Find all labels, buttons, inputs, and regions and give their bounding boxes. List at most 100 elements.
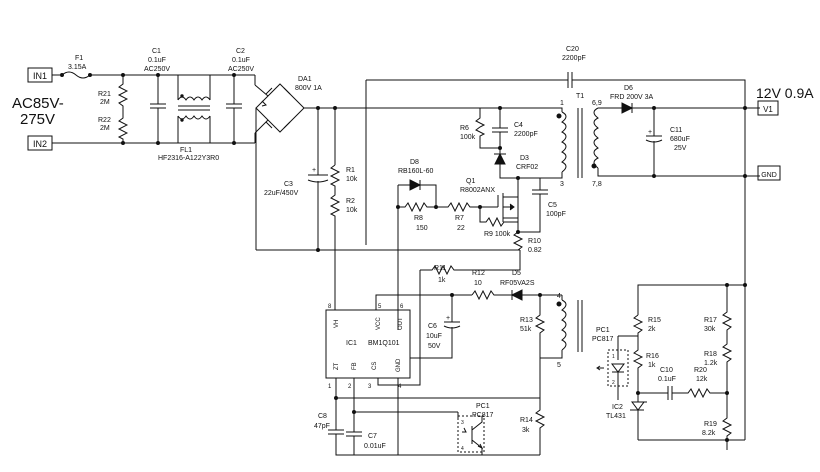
ic2-value: TL431 [606,413,626,420]
t1-pin1: 1 [560,100,564,107]
pc1a-pin2: 2 [612,380,615,386]
t1-pin78: 7,8 [592,181,602,188]
r15-ref: R15 [648,317,661,324]
c8-value: 47pF [314,423,330,430]
da1-ref: DA1 [298,76,312,83]
r17-value: 30k [704,326,716,333]
c3-ref: C3 [284,181,293,188]
r20-ref: R20 [694,367,707,374]
r17-ref: R17 [704,317,717,324]
pc1a-value: PC817 [592,336,614,343]
pc1b-value: PC817 [472,412,494,419]
r9-label: R9 100k [484,231,511,238]
c7-value: 0.01uF [364,443,386,450]
pc1a-pin1: 1 [612,354,615,360]
ic1-pin4: 4 [398,384,402,390]
r2-ref: R2 [346,198,355,205]
d3-ref: D3 [520,155,529,162]
r18-ref: R18 [704,351,717,358]
in1-label: IN1 [33,71,47,81]
c11-value: 680uF [670,136,690,143]
r19-value: 8.2k [702,430,716,437]
input-terminals: IN1 IN2 AC85V- 275V [12,67,64,151]
r11-value: 1k [438,277,446,284]
fl1-value: HF2316-A122Y3R0 [158,155,219,162]
r10-value: 0.82 [528,247,542,254]
r6-value: 100k [460,134,476,141]
c4-value: 2200pF [514,131,538,138]
r8-ref: R8 [414,215,423,222]
ic1-pin8: 8 [328,304,332,310]
ic1-value: BM1Q101 [368,340,400,347]
fl1-ref: FL1 [180,147,192,154]
svg-text:+: + [446,315,450,322]
pc1b-pin3: 3 [461,420,464,426]
fuse-f1: F1 3.15A [60,55,92,79]
c6-ref: C6 [428,323,437,330]
c6-rating: 50V [428,343,441,350]
d5-value: RF05VA2S [500,280,535,287]
r19-ref: R19 [704,421,717,428]
mosfet-q1: Q1 R8002ANX [460,178,519,232]
vcc-wire [375,294,472,310]
ic1-pin6: 6 [400,304,404,310]
f1-ref: F1 [75,55,83,62]
gnd-label: GND [761,172,777,179]
r7-value: 22 [457,225,465,232]
t1-pin69: 6,9 [592,100,602,107]
zt-wire [335,378,540,399]
gnd-terminal [757,165,781,181]
c1-rating: AC250V [144,66,170,73]
c1-value: 0.1uF [148,57,166,64]
v1-label: V1 [763,105,773,114]
ic1-pin-vh: VH [334,320,340,328]
output-rails [744,108,758,440]
r21-ref: R21 [98,91,111,98]
r12-value: 10 [474,280,482,287]
capacitor-c3: + C3 22uF/450V [264,167,329,250]
output-rating: 12V 0.9A [756,85,814,101]
pc1b-ref: PC1 [476,403,490,410]
capacitor-c8: C8 47pF [314,398,344,455]
capacitor-c7: C7 0.01uF [346,412,386,455]
resistor-r10: R10 0.82 [512,212,542,254]
r1-ref: R1 [346,167,355,174]
r13-ref: R13 [520,317,533,324]
ic1-pin-out: OUT [398,317,404,330]
ic1-pin5: 5 [378,304,382,310]
capacitor-c20: C20 2200pF [562,46,746,108]
r12-ref: R12 [472,270,485,277]
r2-value: 10k [346,207,358,214]
ic1-pin-fb: FB [352,362,358,370]
c6-value: 10uF [426,333,442,340]
ic1-pin2: 2 [348,384,352,390]
c3-value: 22uF/450V [264,190,299,197]
diode-d8: D8 RB160L-60 [397,159,437,207]
c1-ref: C1 [152,48,161,55]
t1-pin4: 4 [557,293,561,300]
c8-ref: C8 [318,413,327,420]
t1-ref: T1 [576,93,584,100]
input-range-line2: 275V [20,111,55,128]
r10-ref: R10 [528,238,541,245]
ic1-pin-vcc: VCC [376,317,382,330]
c4-ref: C4 [514,122,523,129]
t1-pin5: 5 [557,362,561,369]
controller-ic1: IC1 BM1Q101 VH VCC OUT ZT FB CS GND 8 5 … [325,304,411,390]
q1-value: R8002ANX [460,187,495,194]
c2-rating: AC250V [228,66,254,73]
optocoupler-pc1-transistor: PC1 PC817 3 4 [457,403,540,456]
r11-ref: R11 [434,265,446,272]
r12-d5-branch: R12 10 D5 RF05VA2S [471,270,562,301]
r14-value: 3k [522,427,530,434]
ic1-pin-cs: CS [372,362,378,370]
t1-pin3: 3 [560,181,564,188]
r6-ref: R6 [460,125,469,132]
r1-value: 10k [346,176,358,183]
r15-value: 2k [648,326,656,333]
r13-value: 51k [520,326,532,333]
cs-wire [377,270,421,386]
resistor-r21-r22: R21 2M R22 2M [98,73,129,145]
